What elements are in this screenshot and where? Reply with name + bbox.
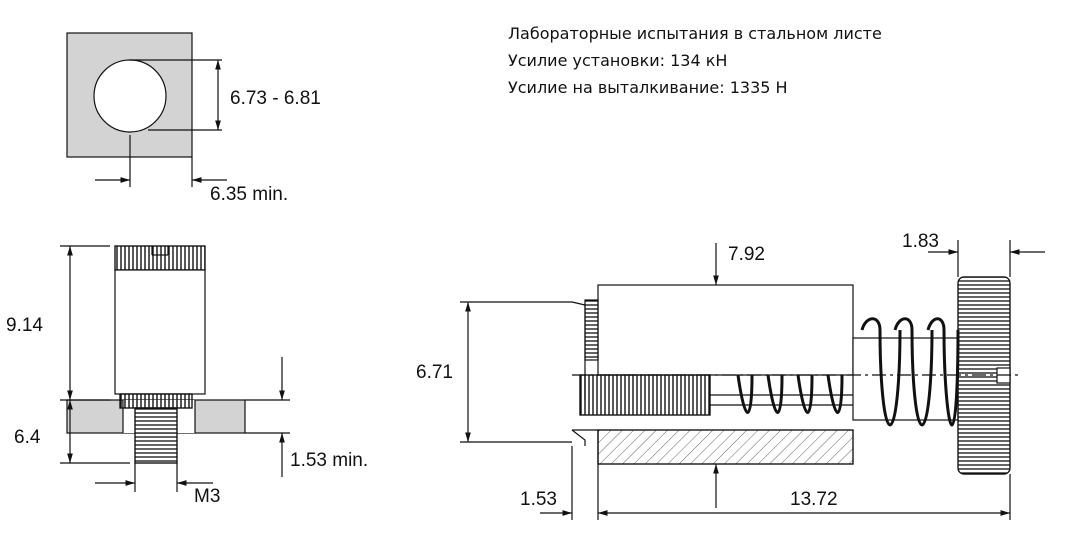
dim-min-sheet: 1.53 min. xyxy=(290,450,368,471)
body xyxy=(114,269,206,395)
spec-install-force: Усилие установки: 134 кН xyxy=(508,51,728,70)
mounting-hole xyxy=(93,59,167,133)
spring xyxy=(736,317,960,427)
spec-pushout-force: Усилие на выталкивание: 1335 Н xyxy=(508,78,788,97)
dim-flange-offset: 1.53 xyxy=(520,489,557,510)
dim-hole-diameter: 6.73 - 6.81 xyxy=(230,88,321,109)
threaded-stud xyxy=(134,407,178,464)
retainer-body xyxy=(597,284,854,376)
thread-section xyxy=(579,374,711,416)
knurled-head xyxy=(114,245,206,271)
dim-head-diameter: 7.92 xyxy=(728,244,765,265)
dim-overall-height: 9.14 xyxy=(6,315,43,336)
dim-body-diameter: 6.71 xyxy=(416,362,453,383)
dim-head-width: 1.83 xyxy=(902,231,939,252)
section-view xyxy=(460,240,1045,520)
installed-side-view xyxy=(60,245,290,492)
dim-shank-length: 6.4 xyxy=(14,427,41,448)
spec-notes: Лабораторные испытания в стальном листе … xyxy=(508,20,882,101)
dim-edge-distance: 6.35 min. xyxy=(210,184,288,205)
shaft xyxy=(852,337,959,421)
dim-thread-size: M3 xyxy=(194,486,220,507)
retainer-hatched xyxy=(597,429,854,465)
spec-title: Лабораторные испытания в стальном листе xyxy=(508,24,882,43)
flare xyxy=(119,393,193,409)
panel-hole-view xyxy=(66,32,227,187)
dim-total-length: 13.72 xyxy=(790,489,838,510)
